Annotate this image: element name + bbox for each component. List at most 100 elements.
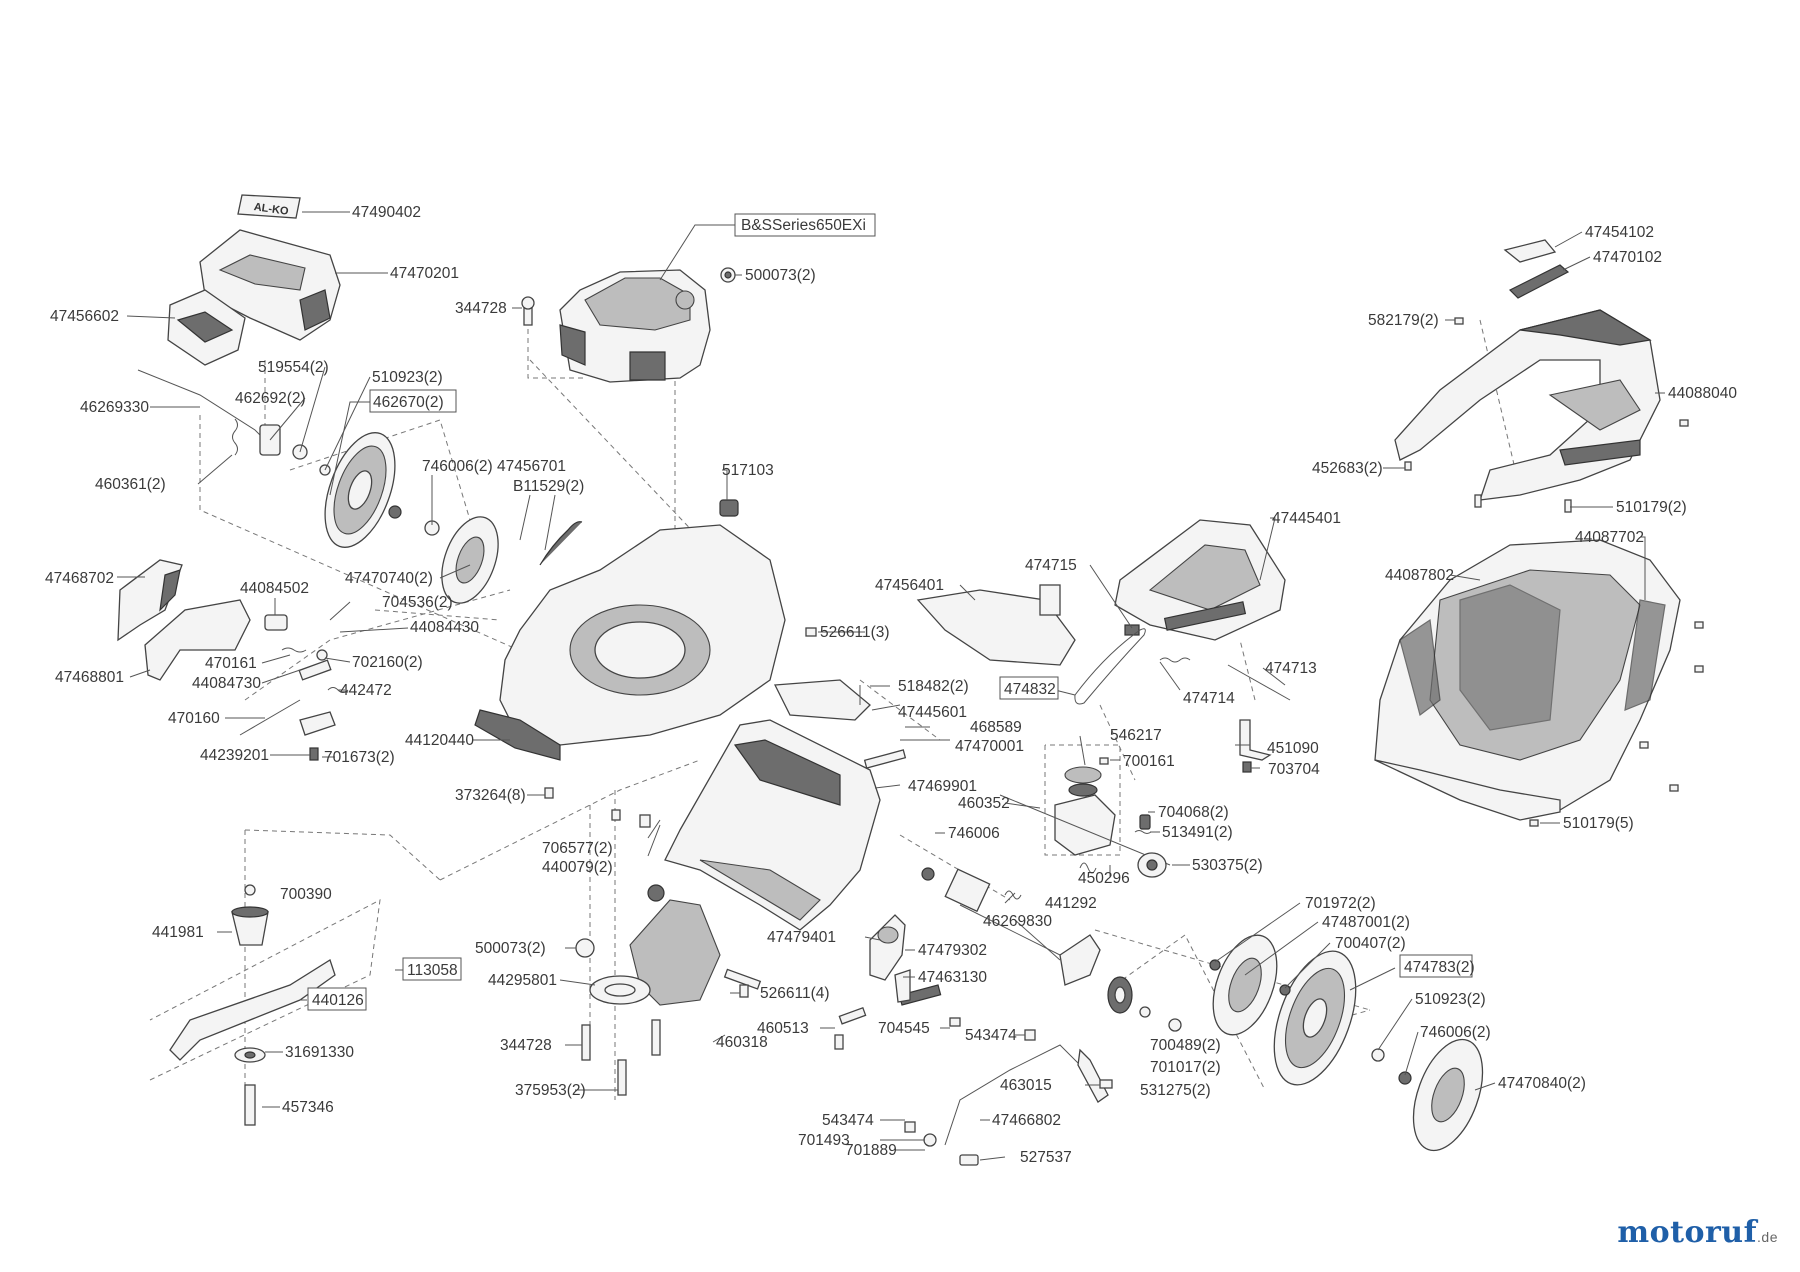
spring-part <box>1159 657 1191 663</box>
part-label: 44084502 <box>240 580 309 597</box>
handle-front-part <box>167 289 246 366</box>
screw-part <box>1694 665 1704 673</box>
part-label: 441292 <box>1045 895 1097 912</box>
part-label: 47479401 <box>767 929 836 946</box>
front-axle-part <box>959 904 1071 961</box>
part-label: 703704 <box>1268 761 1320 778</box>
knob-part <box>959 1154 979 1166</box>
drive-gear-part <box>1107 976 1133 1014</box>
screw-part <box>1474 494 1482 508</box>
engine-label: B&SSeries650EXi <box>741 217 866 234</box>
part-label: 510923(2) <box>1415 991 1486 1008</box>
clip-part <box>1024 1029 1036 1041</box>
drive-belt-part <box>1074 628 1146 705</box>
part-label: 500073(2) <box>475 940 546 957</box>
part-label: 704545 <box>878 1020 930 1037</box>
part-label: 468589 <box>970 719 1022 736</box>
side-flap-part <box>117 559 251 681</box>
part-label: 462692(2) <box>235 390 306 407</box>
bolt-part <box>581 1024 591 1061</box>
part-label: 440079(2) <box>542 859 613 876</box>
part-label: 44295801 <box>488 972 557 989</box>
part-label: 462670(2) <box>373 394 444 411</box>
engine-part <box>559 269 711 383</box>
screw-part <box>1564 499 1572 513</box>
screw-part <box>1694 621 1704 629</box>
bracket-part <box>723 968 762 990</box>
part-label: 47470102 <box>1593 249 1662 266</box>
part-label: 47487001(2) <box>1322 914 1410 931</box>
part-label: 47463130 <box>918 969 987 986</box>
part-label: 700489(2) <box>1150 1037 1221 1054</box>
part-label: 47470001 <box>955 738 1024 755</box>
hubcap-right-part <box>1412 1038 1484 1152</box>
part-label: 526611(4) <box>760 985 830 1002</box>
handle-cover-part <box>199 229 341 341</box>
part-label: 746006(2) <box>1420 1024 1491 1041</box>
part-label: 47468801 <box>55 669 124 686</box>
part-label: 47470201 <box>390 265 459 282</box>
rear-wheel-left-part <box>324 432 396 548</box>
leader-lines <box>117 211 1665 1161</box>
part-label: 460318 <box>716 1034 768 1051</box>
bolt-part <box>617 1059 627 1096</box>
part-label: 706577(2) <box>542 840 613 857</box>
part-label: 474713 <box>1265 660 1317 677</box>
bushing-part <box>719 499 739 517</box>
part-label: 470160 <box>168 710 220 727</box>
bag-handle-part <box>1503 239 1570 299</box>
washer-part <box>1371 1048 1385 1062</box>
part-label: 746006 <box>948 825 1000 842</box>
alko-logo-text: AL-KO <box>253 201 290 218</box>
deflector-part <box>773 679 871 721</box>
part-label: 460361(2) <box>95 476 166 493</box>
part-label: 47479302 <box>918 942 987 959</box>
spring-part <box>1139 814 1151 830</box>
screw-part <box>544 787 554 799</box>
mulch-cup-part <box>575 884 721 1006</box>
watermark-brand: motoruf.de <box>1617 1215 1778 1250</box>
part-label: 746006(2) <box>422 458 493 475</box>
part-label: 452683(2) <box>1312 460 1383 477</box>
screw-part <box>1679 419 1689 427</box>
part-label: 510923(2) <box>372 369 443 386</box>
framed-label-boxes <box>307 213 1473 1011</box>
screw-part <box>834 1034 844 1050</box>
rod-part <box>1227 664 1291 701</box>
screw-part <box>949 1017 961 1027</box>
part-label: 44088040 <box>1668 385 1737 402</box>
part-label: 474783(2) <box>1404 959 1475 976</box>
part-label: 44087702 <box>1575 529 1644 546</box>
bracket-part <box>863 749 907 769</box>
screw-part <box>1099 1079 1113 1089</box>
part-label: 44120440 <box>405 732 474 749</box>
washer-part <box>923 1133 937 1147</box>
part-label: 47466802 <box>992 1112 1061 1129</box>
part-label: 47490402 <box>352 204 421 221</box>
clip-part <box>904 1121 916 1133</box>
part-label: 510179(5) <box>1563 815 1634 832</box>
washer-part <box>1279 984 1291 996</box>
part-label: 373264(8) <box>455 787 526 804</box>
part-label: 47456602 <box>50 308 119 325</box>
part-label: 474714 <box>1183 690 1235 707</box>
part-label: 344728 <box>500 1037 552 1054</box>
rear-flap-part <box>664 719 881 931</box>
part-label: 344728 <box>455 300 507 317</box>
deck-bumper-part <box>539 521 583 566</box>
part-label: 46269830 <box>983 913 1052 930</box>
part-label: 46269330 <box>80 399 149 416</box>
pinion-part <box>1137 852 1167 878</box>
part-label: 44084730 <box>192 675 261 692</box>
part-label: 531275(2) <box>1140 1082 1211 1099</box>
part-label: 44239201 <box>200 747 269 764</box>
part-label: 527537 <box>1020 1149 1072 1166</box>
part-label: 510179(2) <box>1616 499 1687 516</box>
axle-bracket-part <box>944 868 991 913</box>
height-adjust-rod-part <box>137 369 281 456</box>
part-label: 47468702 <box>45 570 114 587</box>
part-label: 700161 <box>1123 753 1175 770</box>
part-label: 463015 <box>1000 1077 1052 1094</box>
